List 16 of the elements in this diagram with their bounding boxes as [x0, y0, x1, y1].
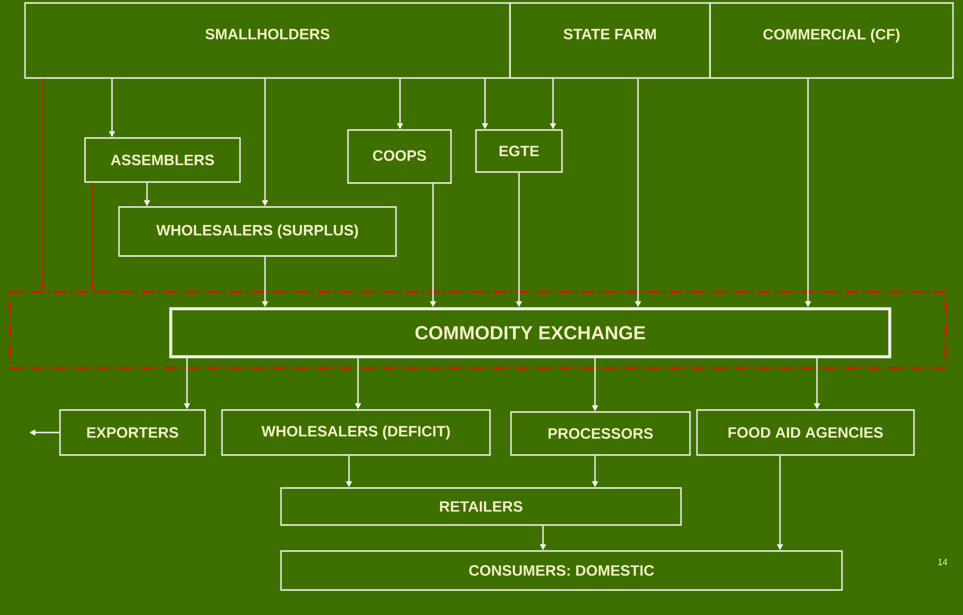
- process-box: WHOLESALERS (SURPLUS): [118, 206, 397, 257]
- process-box: SMALLHOLDERS: [24, 2, 511, 79]
- process-box: ASSEMBLERS: [84, 137, 241, 183]
- process-box: COMMERCIAL (CF): [709, 2, 954, 79]
- process-box: EXPORTERS: [59, 409, 206, 456]
- dashed-region: [8, 290, 948, 370]
- page-number: 14: [938, 558, 948, 566]
- process-box: PROCESSORS: [510, 411, 691, 456]
- process-box: COMMODITY EXCHANGE: [169, 307, 892, 358]
- process-box: COOPS: [347, 129, 452, 184]
- process-box: FOOD AID AGENCIES: [696, 409, 915, 456]
- process-box: WHOLESALERS (DEFICIT): [221, 409, 491, 456]
- process-box: CONSUMERS: DOMESTIC: [280, 550, 843, 591]
- process-box: RETAILERS: [280, 487, 682, 526]
- process-box: STATE FARM: [509, 2, 711, 79]
- process-box: EGTE: [475, 129, 563, 173]
